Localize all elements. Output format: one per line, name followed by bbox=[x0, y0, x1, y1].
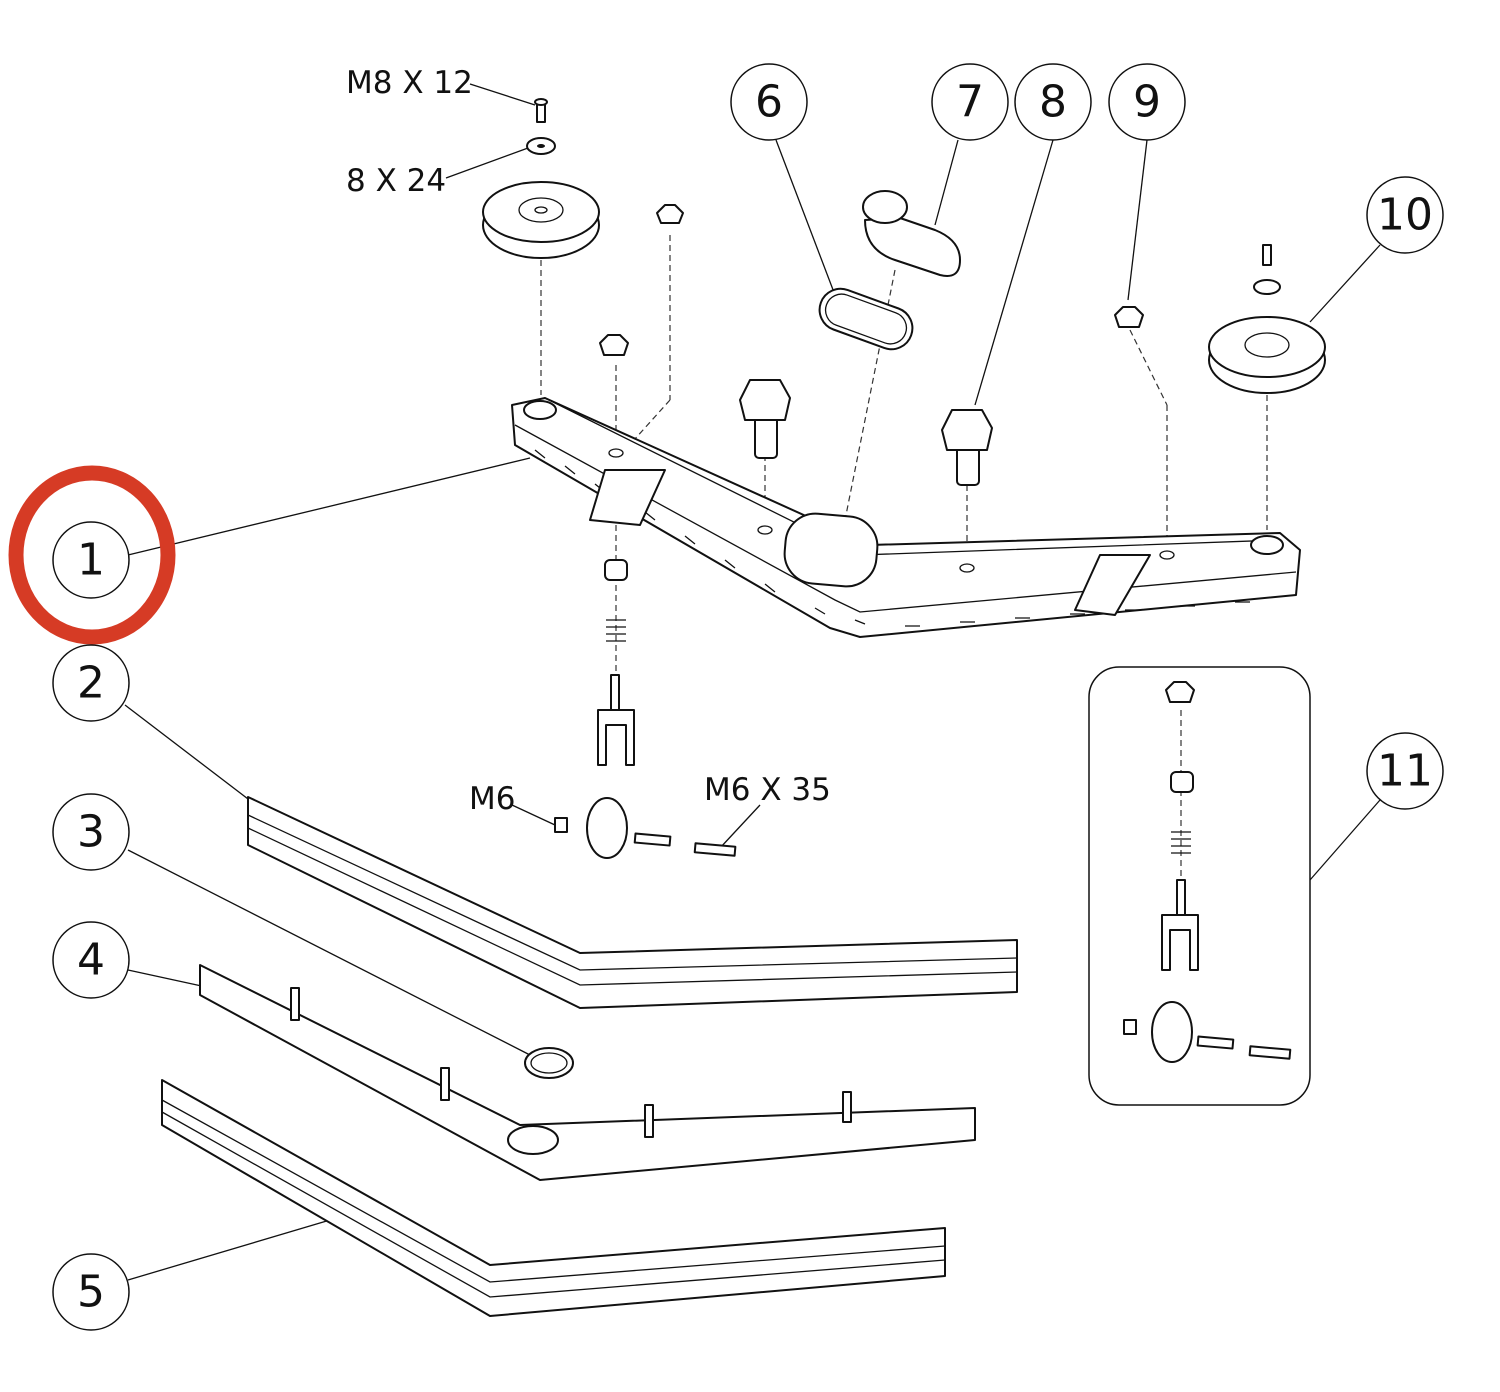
part-4-blade-holder[interactable] bbox=[199, 964, 976, 1181]
callout-6[interactable]: 6 bbox=[730, 63, 808, 141]
callout-10-label: 10 bbox=[1377, 190, 1433, 241]
callout-4-label: 4 bbox=[77, 935, 105, 986]
part-5-squeegee-blade[interactable] bbox=[161, 1079, 946, 1317]
label-bolt-m6x35: M6 X 35 bbox=[704, 772, 831, 808]
axle-pin[interactable] bbox=[633, 832, 672, 847]
callout-3-label: 3 bbox=[77, 807, 105, 858]
highlight-ring bbox=[8, 465, 176, 645]
part-3-o-ring[interactable] bbox=[524, 1047, 574, 1079]
nut-m6[interactable] bbox=[554, 817, 568, 833]
leader-11 bbox=[1309, 799, 1381, 881]
callout-8-label: 8 bbox=[1039, 77, 1067, 128]
callout-11[interactable]: 11 bbox=[1366, 732, 1444, 810]
leader-7 bbox=[934, 139, 959, 226]
part-2-squeegee-blade[interactable] bbox=[247, 796, 1018, 1009]
callout-9[interactable]: 9 bbox=[1108, 63, 1186, 141]
part-11-caster-kit[interactable] bbox=[1088, 666, 1311, 1106]
part-7-elbow[interactable] bbox=[862, 190, 961, 277]
callout-3[interactable]: 3 bbox=[52, 793, 130, 871]
bolt-m6x35[interactable] bbox=[693, 842, 737, 857]
part-9-knob[interactable] bbox=[1114, 306, 1144, 328]
part-8-knob-right[interactable] bbox=[941, 409, 993, 486]
part-8-knob-left[interactable] bbox=[739, 379, 791, 459]
callout-5-label: 5 bbox=[77, 1267, 105, 1318]
callout-7[interactable]: 7 bbox=[931, 63, 1009, 141]
leader-2 bbox=[124, 704, 266, 813]
callout-4[interactable]: 4 bbox=[52, 921, 130, 999]
leader-bolt-top bbox=[469, 83, 536, 106]
leader-nut bbox=[511, 804, 556, 826]
label-nut-m6: M6 bbox=[469, 781, 515, 817]
leader-8 bbox=[974, 139, 1054, 406]
knob-small-1[interactable] bbox=[656, 204, 684, 224]
callout-2-label: 2 bbox=[77, 658, 105, 709]
callout-5[interactable]: 5 bbox=[52, 1253, 130, 1331]
leader-bolt-wheel bbox=[719, 804, 761, 849]
knob-small-2[interactable] bbox=[599, 334, 629, 356]
leader-lines bbox=[124, 83, 1381, 1281]
leader-3 bbox=[127, 849, 531, 1056]
leader-washer-top bbox=[445, 147, 529, 179]
leader-1 bbox=[127, 457, 531, 556]
callout-11-label: 11 bbox=[1377, 746, 1433, 797]
callout-10[interactable]: 10 bbox=[1366, 176, 1444, 254]
part-1-main-frame[interactable] bbox=[511, 397, 1301, 638]
callout-1-label: 1 bbox=[77, 535, 105, 586]
bolt-m8x12[interactable] bbox=[534, 98, 548, 123]
leader-6 bbox=[775, 139, 836, 296]
callout-1[interactable]: 1 bbox=[52, 521, 130, 599]
leader-9 bbox=[1127, 139, 1148, 301]
callout-6-label: 6 bbox=[755, 77, 783, 128]
label-bolt-m8x12: M8 X 12 bbox=[346, 65, 473, 101]
bumper-disc-left[interactable] bbox=[482, 181, 600, 259]
callout-7-label: 7 bbox=[956, 77, 984, 128]
part-6-gasket[interactable] bbox=[814, 283, 919, 355]
callout-8[interactable]: 8 bbox=[1014, 63, 1092, 141]
leader-5 bbox=[127, 1219, 331, 1281]
caster-assembly[interactable] bbox=[597, 559, 635, 766]
leader-10 bbox=[1309, 244, 1381, 323]
caster-wheel[interactable] bbox=[586, 797, 628, 859]
callout-9-label: 9 bbox=[1133, 77, 1161, 128]
callout-2[interactable]: 2 bbox=[52, 644, 130, 722]
part-10-bumper-disc[interactable] bbox=[1208, 244, 1326, 394]
washer-8x24[interactable] bbox=[526, 137, 556, 155]
label-washer-8x24: 8 X 24 bbox=[346, 163, 446, 199]
